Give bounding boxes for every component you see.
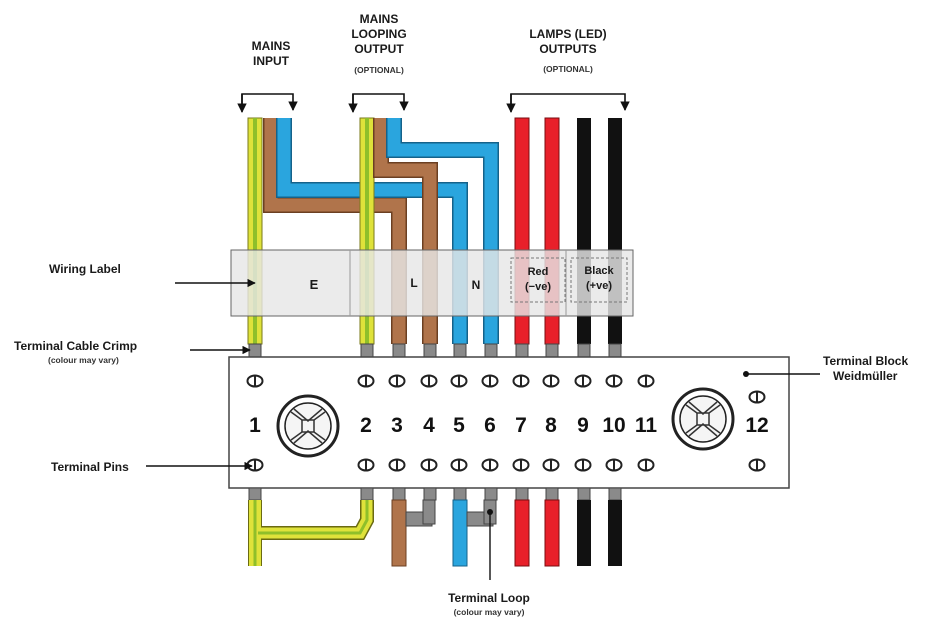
- pin-2: 2: [360, 414, 372, 437]
- pin-numbers: 1 2 3 4 5 6 7 8 9 10 11 12: [249, 414, 769, 437]
- svg-text:INPUT: INPUT: [253, 54, 290, 68]
- wiring-label: [230, 249, 634, 317]
- svg-text:(OPTIONAL): (OPTIONAL): [354, 65, 404, 75]
- bottom-crimps: [248, 487, 622, 501]
- wiring-label-black-polarity: (+ve): [586, 280, 612, 292]
- wiring-label-black: Black: [584, 265, 614, 277]
- svg-text:OUTPUTS: OUTPUTS: [539, 42, 596, 56]
- mounting-hole-right: [671, 387, 735, 451]
- earth-loop-wire: [248, 500, 374, 566]
- lamps-heading: LAMPS (LED) OUTPUTS (OPTIONAL): [529, 27, 606, 74]
- svg-text:Terminal Cable Crimp: Terminal Cable Crimp: [14, 339, 137, 353]
- svg-text:Weidmüller: Weidmüller: [833, 369, 898, 383]
- mounting-hole-left: [276, 394, 340, 458]
- mains-input-heading: MAINS INPUT: [252, 39, 291, 68]
- top-crimps: [248, 343, 622, 358]
- screw-icons-top: [246, 374, 766, 404]
- svg-text:Terminal Pins: Terminal Pins: [51, 460, 129, 474]
- pin-6: 6: [484, 414, 496, 437]
- svg-text:Wiring Label: Wiring Label: [49, 262, 121, 276]
- pin-10: 10: [602, 414, 625, 437]
- pin-12: 12: [745, 414, 768, 437]
- mains-looping-bracket: [348, 93, 409, 113]
- svg-text:MAINS: MAINS: [360, 12, 399, 26]
- terminal-block-callout: Terminal Block Weidmüller: [743, 354, 908, 383]
- wiring-label-earth: E: [310, 277, 319, 292]
- terminal-cable-crimp-callout: Terminal Cable Crimp (colour may vary): [14, 339, 251, 365]
- neutral-wire-looping: [386, 118, 499, 344]
- live-loop-wire: [391, 499, 436, 567]
- lamps-bracket: [506, 93, 630, 113]
- wiring-label-red-polarity: (−ve): [525, 281, 551, 293]
- pin-1: 1: [249, 414, 261, 437]
- red-loop-wires: [514, 499, 560, 567]
- terminal-pins-callout: Terminal Pins: [51, 460, 253, 474]
- svg-text:LAMPS (LED): LAMPS (LED): [529, 27, 606, 41]
- pin-4: 4: [423, 414, 435, 437]
- screw-icons-bottom: [246, 458, 766, 472]
- black-loop-wires: [577, 500, 622, 566]
- svg-text:OUTPUT: OUTPUT: [354, 42, 404, 56]
- pin-5: 5: [453, 414, 465, 437]
- wiring-label-live: L: [410, 276, 417, 290]
- wiring-label-callout: Wiring Label: [49, 262, 256, 288]
- svg-text:(colour may vary): (colour may vary): [454, 607, 525, 617]
- wiring-label-neutral: N: [472, 278, 481, 292]
- terminal-loop-callout: Terminal Loop (colour may vary): [448, 509, 530, 617]
- wiring-label-red: Red: [528, 266, 549, 278]
- pin-11: 11: [635, 414, 658, 437]
- svg-text:MAINS: MAINS: [252, 39, 291, 53]
- svg-text:(OPTIONAL): (OPTIONAL): [543, 64, 593, 74]
- pin-7: 7: [515, 414, 527, 437]
- svg-text:(colour may vary): (colour may vary): [48, 355, 119, 365]
- pin-9: 9: [577, 414, 589, 437]
- svg-text:Terminal Block: Terminal Block: [823, 354, 908, 368]
- pin-3: 3: [391, 414, 403, 437]
- svg-text:LOOPING: LOOPING: [351, 27, 406, 41]
- mains-input-bracket: [237, 93, 298, 113]
- pin-8: 8: [545, 414, 557, 437]
- mains-looping-heading: MAINS LOOPING OUTPUT (OPTIONAL): [351, 12, 406, 75]
- svg-text:Terminal Loop: Terminal Loop: [448, 591, 530, 605]
